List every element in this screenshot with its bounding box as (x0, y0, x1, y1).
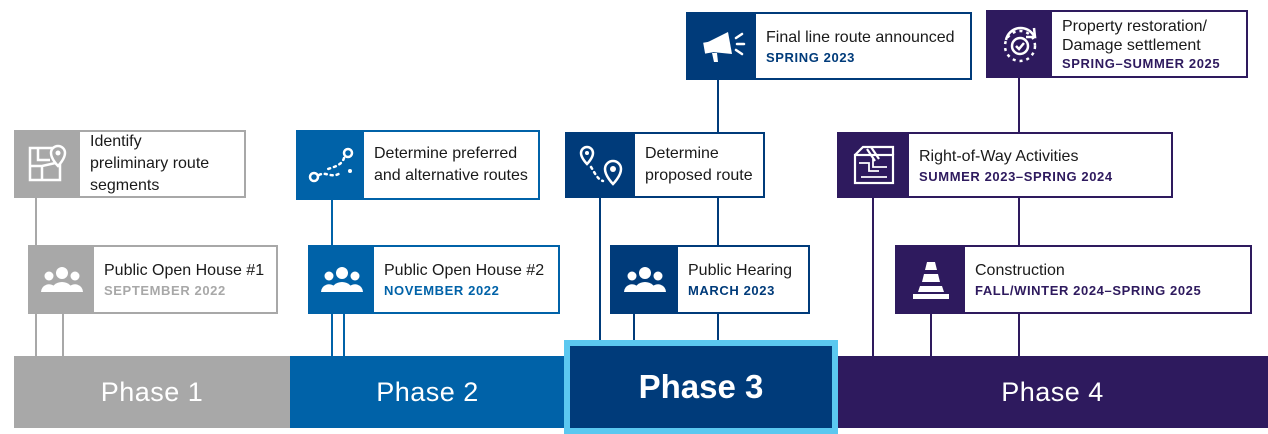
milestone-final-route: Final line route announced SPRING 2023 (686, 12, 972, 80)
milestone-title: Determine proposed route (645, 145, 753, 184)
milestone-date: MARCH 2023 (688, 283, 775, 298)
connector-line (599, 198, 601, 340)
milestone-title: Public Open House #1 (104, 262, 265, 279)
phase-label: Phase 1 (100, 376, 204, 407)
phase-label: Phase 2 (376, 376, 479, 407)
traffic-cone-icon (897, 247, 965, 312)
phase-1-segment: Phase 1 (14, 356, 290, 428)
milestone-title: Public Open House #2 (384, 262, 545, 279)
route-icon (298, 132, 364, 198)
connector-line (717, 80, 719, 132)
checkmark-cycle-icon (988, 12, 1052, 76)
connector-line (1018, 78, 1020, 132)
milestone-date: SPRING–SUMMER 2025 (1062, 55, 1221, 71)
people-icon (612, 247, 678, 312)
connector-line (717, 314, 719, 340)
milestone-identify-preliminary: Identify preliminary route segments (14, 130, 246, 198)
connector-line (930, 314, 932, 356)
milestone-determine-preferred: Determine preferred and alternative rout… (296, 130, 540, 200)
milestone-open-house-2: Public Open House #2 NOVEMBER 2022 (308, 245, 560, 314)
milestone-title: Right-of-Way Activities (919, 147, 1079, 165)
connector-line (343, 314, 345, 356)
phase-label: Phase 4 (1001, 376, 1104, 407)
milestone-title: Determine preferred and alternative rout… (374, 145, 528, 184)
milestone-title: Public Hearing (688, 262, 793, 279)
milestone-property-restoration: Property restoration/ Damage settlement … (986, 10, 1248, 78)
milestone-right-of-way: Right-of-Way Activities SUMMER 2023–SPRI… (837, 132, 1173, 198)
milestone-title: Damage settlement (1062, 36, 1201, 54)
connector-line (717, 198, 719, 246)
milestone-determine-proposed: Determine proposed route (565, 132, 765, 198)
megaphone-icon (688, 14, 756, 78)
phase-3-segment: Phase 3 (564, 340, 838, 434)
milestone-construction: Construction FALL/WINTER 2024–SPRING 202… (895, 245, 1252, 314)
milestone-date: SEPTEMBER 2022 (104, 283, 226, 298)
milestone-title: Construction (975, 262, 1065, 279)
phase-label: Phase 3 (638, 368, 764, 405)
blueprint-icon (839, 134, 909, 196)
connector-line (1018, 314, 1020, 356)
phase-4-segment: Phase 4 (837, 356, 1268, 428)
connector-line (633, 314, 635, 340)
phase-2-segment: Phase 2 (290, 356, 565, 428)
connector-line (62, 314, 64, 356)
map-pin-icon (16, 132, 80, 196)
milestone-title: Identify preliminary route segments (90, 133, 210, 194)
milestone-date: NOVEMBER 2022 (384, 283, 500, 298)
milestone-date: SUMMER 2023–SPRING 2024 (919, 168, 1113, 184)
milestone-title: Property restoration/ (1062, 17, 1207, 35)
milestone-public-hearing: Public Hearing MARCH 2023 (610, 245, 810, 314)
milestone-date: FALL/WINTER 2024–SPRING 2025 (975, 283, 1202, 298)
route-pin-icon (567, 134, 635, 196)
milestone-open-house-1: Public Open House #1 SEPTEMBER 2022 (28, 245, 278, 314)
people-icon (310, 247, 374, 312)
people-icon (30, 247, 94, 312)
connector-line (872, 198, 874, 356)
milestone-title: Final line route announced (766, 28, 955, 46)
milestone-date: SPRING 2023 (766, 49, 855, 65)
connector-line (1018, 198, 1020, 246)
